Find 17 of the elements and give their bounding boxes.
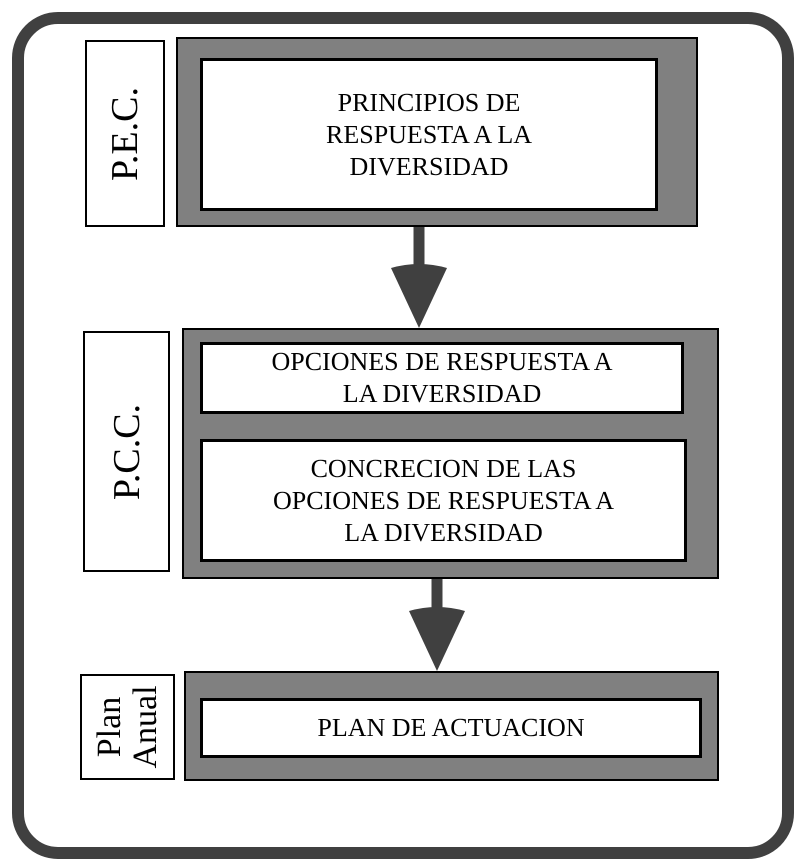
side-label-box (85, 40, 165, 227)
side-label-box (83, 331, 170, 572)
process-box (200, 439, 687, 562)
side-label: Plan Anual (92, 684, 164, 771)
box-text: CONCRECION DE LAS OPCIONES DE RESPUESTA A LA DIVERSIDAD (272, 452, 616, 548)
group-panel (182, 328, 719, 579)
side-label-box (80, 674, 175, 780)
process-box (200, 58, 658, 211)
box-text: PLAN DE ACTUACION (317, 712, 585, 744)
box-text: OPCIONES DE RESPUESTA A LA DIVERSIDAD (270, 346, 614, 410)
process-box (200, 342, 684, 414)
process-box (200, 698, 702, 758)
group-panel (184, 671, 719, 781)
side-label: P.C.C. (108, 403, 146, 500)
side-label: P.E.C. (106, 86, 144, 180)
box-text: PRINCIPIOS DE RESPUESTA A LA DIVERSIDAD (325, 86, 533, 182)
group-panel (176, 37, 698, 227)
